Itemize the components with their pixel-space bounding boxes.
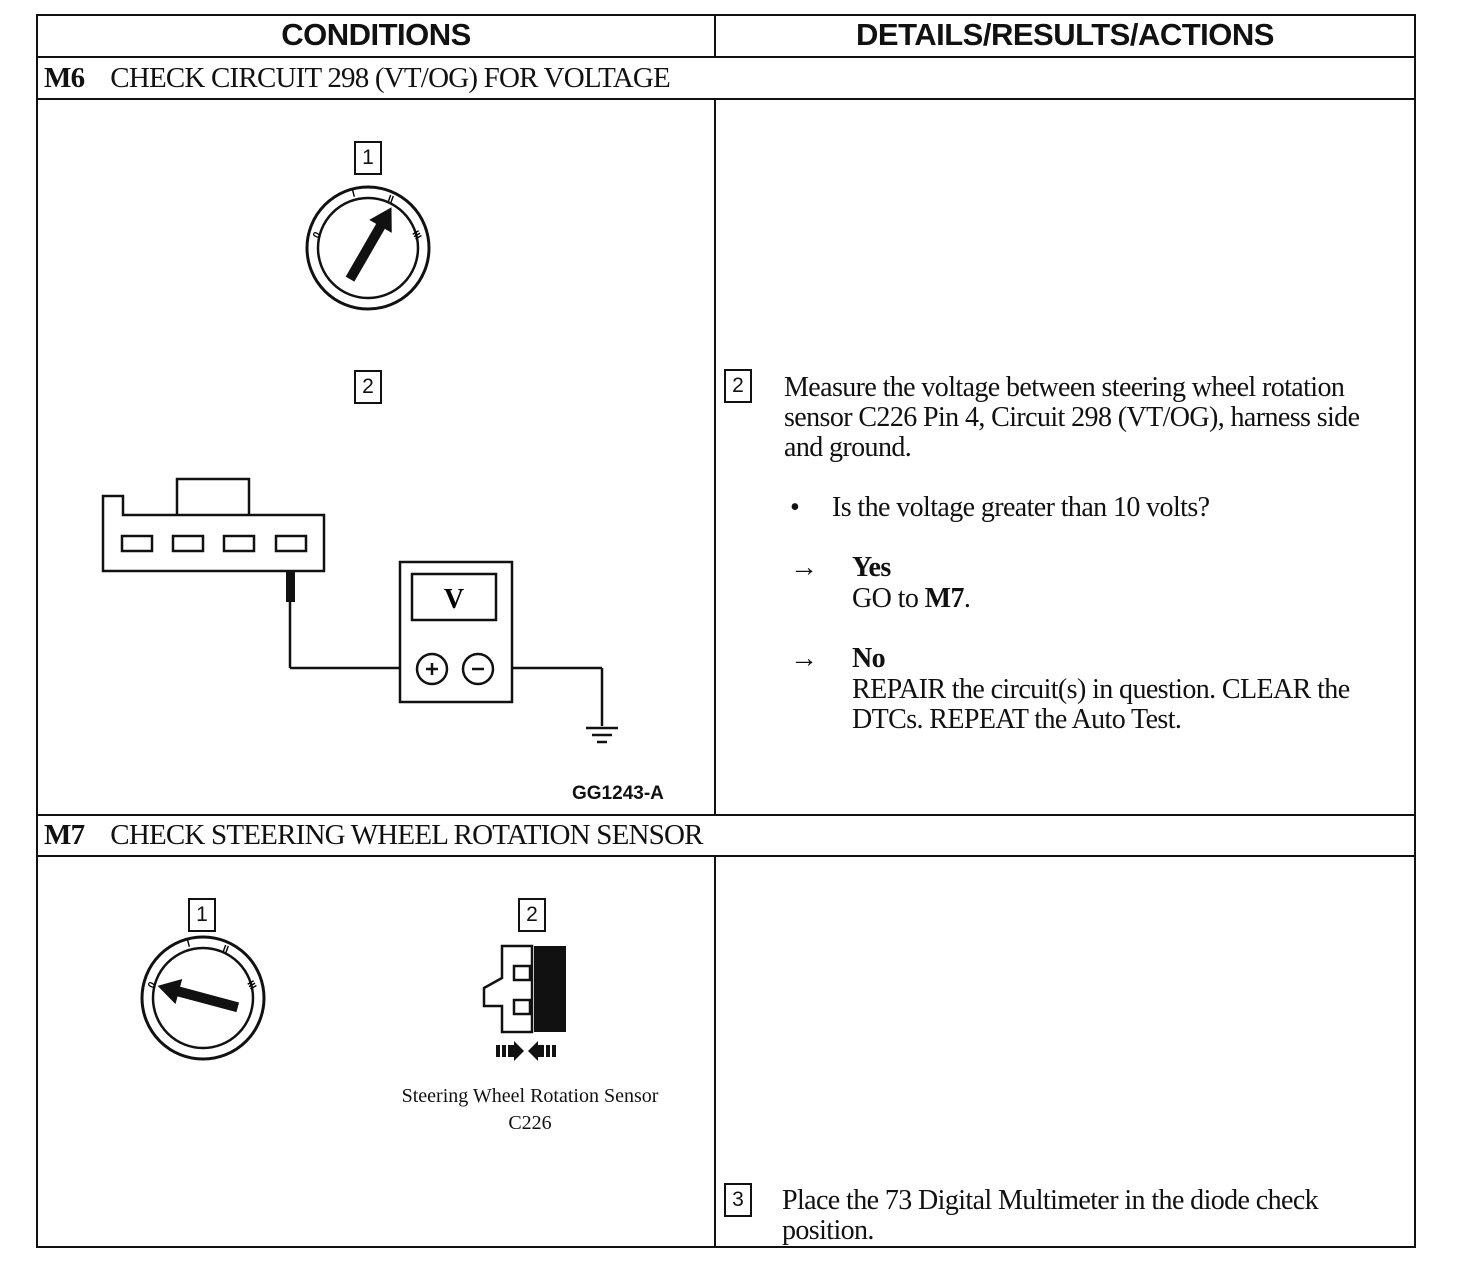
m6-figure-step-1: 1 <box>354 141 382 175</box>
m6-no-label: No <box>852 643 886 674</box>
voltmeter-icon: V <box>398 560 514 704</box>
m6-step-title: M6 CHECK CIRCUIT 298 (VT/OG) FOR VOLTAGE <box>44 62 671 95</box>
ignition-off-pos-1: I <box>186 938 192 949</box>
m7-action-step-number: 3 <box>724 1183 752 1217</box>
details-header: DETAILS/RESULTS/ACTIONS <box>856 17 1274 52</box>
m6-step-id: M6 <box>44 62 85 94</box>
m7-figure-step-1: 1 <box>188 898 216 932</box>
m7-top-divider <box>36 814 1416 816</box>
table-border-left <box>36 14 38 1248</box>
m6-yes-action: GO to M7. <box>852 583 971 614</box>
connector-caption: Steering Wheel Rotation Sensor C226 <box>380 1083 680 1137</box>
m7-step-id: M7 <box>44 819 85 851</box>
ignition-key-switch-off-icon: 0 I II III <box>140 935 266 1061</box>
m6-yes-arrow: → <box>790 552 818 583</box>
sensor-connector-disconnect-icon <box>482 944 566 1061</box>
ignition-pos-1: I <box>351 188 357 199</box>
ground-symbol-icon <box>586 726 618 744</box>
ignition-key-switch-icon: 0 I II III <box>305 185 431 311</box>
go-to-m7-link[interactable]: M7 <box>924 583 965 614</box>
m6-step-title-text: CHECK CIRCUIT 298 (VT/OG) FOR VOLTAGE <box>110 62 670 94</box>
table-border-bottom <box>36 1246 1416 1248</box>
ignition-pos-0: 0 <box>311 230 324 241</box>
m7-figure-step-2: 2 <box>518 898 546 932</box>
m6-figure-step-2: 2 <box>354 370 382 404</box>
voltage-test-wiring <box>286 572 604 726</box>
column-divider-header <box>714 14 716 57</box>
column-divider-m6 <box>714 98 716 815</box>
connector-caption-name: Steering Wheel Rotation Sensor <box>401 1085 659 1107</box>
column-divider-m7 <box>714 855 716 1248</box>
m7-step-title-text: CHECK STEERING WHEEL ROTATION SENSOR <box>110 819 703 851</box>
ignition-pos-2: II <box>386 193 395 205</box>
m6-action-step-number: 2 <box>724 369 752 403</box>
meter-symbol: V <box>444 584 464 615</box>
connector-caption-id: C226 <box>508 1112 552 1134</box>
m6-no-arrow: → <box>790 643 818 674</box>
m6-title-divider <box>36 98 1416 100</box>
harness-connector-icon <box>101 477 326 573</box>
m7-action-text: Place the 73 Digital Multimeter in the d… <box>782 1185 1319 1246</box>
ignition-off-pos-2: II <box>221 943 230 955</box>
ignition-off-pos-0: 0 <box>146 980 159 991</box>
m6-action-text: Measure the voltage between steering whe… <box>784 372 1360 463</box>
table-border-top <box>36 14 1416 16</box>
m6-figure-id: GG1243-A <box>572 783 664 804</box>
conditions-header: CONDITIONS <box>281 17 471 52</box>
m6-question-bullet: • <box>790 492 800 523</box>
m6-question: Is the voltage greater than 10 volts? <box>832 492 1210 523</box>
m6-no-action: REPAIR the circuit(s) in question. CLEAR… <box>852 674 1350 735</box>
m6-yes-label: Yes <box>852 552 891 583</box>
m7-step-title: M7 CHECK STEERING WHEEL ROTATION SENSOR <box>44 819 703 852</box>
table-border-right <box>1414 14 1416 1248</box>
header-divider <box>36 56 1416 58</box>
m7-title-divider <box>36 855 1416 857</box>
